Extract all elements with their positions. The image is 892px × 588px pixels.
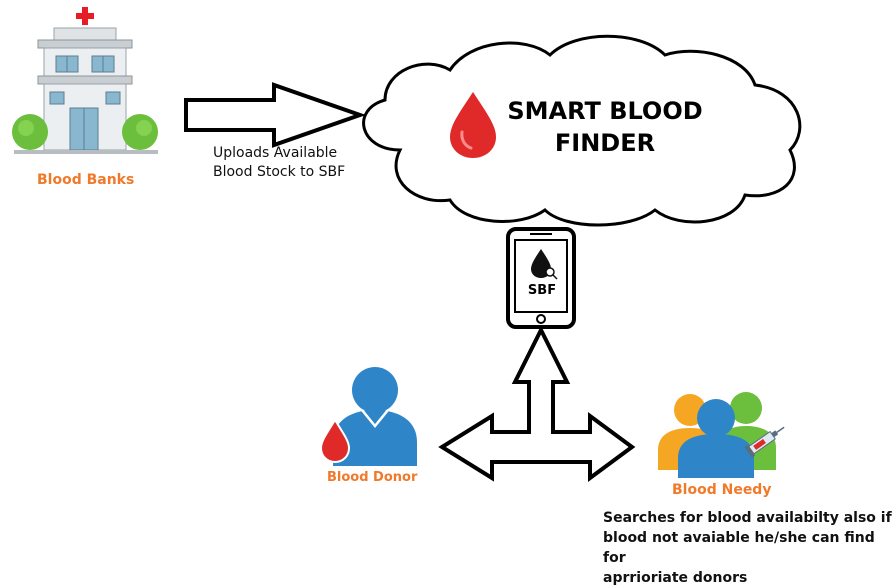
phone-label: SBF (527, 283, 557, 298)
upload-arrow (184, 82, 367, 148)
needy-desc-line1: Searches for blood availabilty also if (603, 510, 892, 526)
connector-arrows (438, 325, 636, 482)
needy-desc-line2: blood not avaiable he/she can find for (603, 530, 875, 566)
blood-needy-label: Blood Needy (672, 482, 772, 498)
app-title-line1: SMART BLOOD (507, 97, 703, 125)
sbf-cloud (362, 34, 802, 227)
blood-banks-label: Blood Banks (37, 172, 135, 188)
diagram-canvas (12, 7, 802, 482)
app-title: SMART BLOOD FINDER (500, 95, 710, 159)
blood-needy-group-icon (658, 392, 785, 478)
needy-desc-line3: aprrioriate donors (603, 570, 748, 586)
smartphone-icon (506, 227, 576, 329)
upload-line1: Uploads Available (213, 145, 338, 161)
needy-description: Searches for blood availabilty also if b… (603, 508, 892, 588)
blood-drop-icon (450, 92, 496, 158)
hospital-icon (12, 7, 158, 154)
app-title-line2: FINDER (554, 129, 656, 157)
upload-description: Uploads Available Blood Stock to SBF (213, 144, 345, 182)
upload-line2: Blood Stock to SBF (213, 164, 346, 180)
blood-donor-icon (319, 367, 417, 466)
blood-donor-label: Blood Donor (327, 470, 418, 485)
